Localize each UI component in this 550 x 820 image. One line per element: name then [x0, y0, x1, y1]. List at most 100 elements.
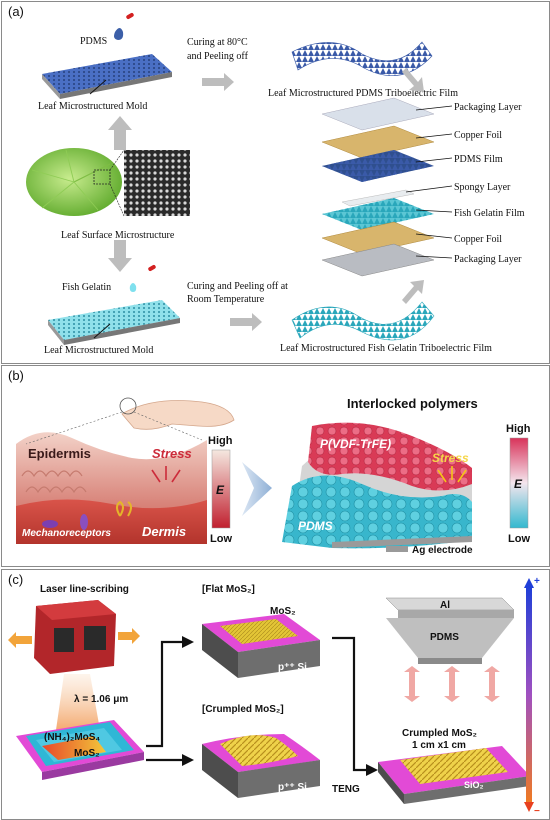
layer-label-7: Packaging Layer	[454, 254, 522, 265]
panel-a-diagram: PDMS Leaf Microstructured Mold Curing at…	[26, 13, 525, 356]
teng-top-electrode	[385, 597, 515, 664]
dermis-label: Dermis	[142, 524, 186, 539]
flat-mos2-label: MoS₂	[270, 606, 296, 617]
gelatin-film-title: Leaf Microstructured Fish Gelatin Triboe…	[280, 343, 492, 354]
sem-micrograph-image	[124, 150, 190, 216]
ag-electrode-label: Ag electrode	[412, 545, 473, 556]
crumpled-mos2-device	[202, 734, 320, 798]
e-right-label: E	[514, 477, 523, 491]
laser-label: Laser line-scribing	[40, 584, 129, 595]
charge-scale-bar	[526, 586, 532, 804]
mechanoreceptors-label: Mechanoreceptors	[22, 528, 111, 539]
arrow-left-icon	[8, 632, 32, 648]
zoom-lines-b	[25, 411, 203, 445]
stress-right-arrows	[437, 466, 467, 483]
interlocked-title: Interlocked polymers	[347, 396, 478, 411]
panel-b-label: (b)	[8, 368, 24, 383]
pdms-droplet-icon	[114, 28, 124, 40]
crumpled-title: [Crumpled MoS₂]	[202, 704, 284, 715]
gelatin-pipette-icon	[148, 265, 156, 271]
low-left-label: Low	[210, 533, 232, 545]
chevron-right-icon	[242, 462, 272, 516]
high-left-label: High	[208, 435, 233, 447]
arrow-right-icon-c	[118, 628, 140, 644]
hand-image	[121, 400, 235, 430]
pdms-film-top	[291, 41, 433, 76]
leaf-mold-bottom	[48, 300, 180, 345]
mechanoreceptor-1	[42, 520, 58, 528]
arrow-right-icon-2	[230, 313, 262, 331]
pdms-b-label: PDMS	[298, 519, 333, 533]
mold-bottom-pointer	[93, 323, 111, 339]
panel-c-diagram: Laser line-scribing λ = 1.06 μm (NH₄)₂Mo…	[8, 576, 540, 817]
layer-leader-lines	[405, 105, 453, 259]
ag-electrode-swatch	[386, 546, 408, 552]
panel-c: (c) Lase	[1, 569, 550, 820]
pdms-pipette-icon	[126, 13, 134, 19]
stress-left-arrows	[151, 466, 181, 483]
precursor-substrate	[16, 720, 144, 780]
pdms-film-title: Leaf Microstructured PDMS Triboelectric …	[268, 88, 458, 99]
precursor-label: (NH₄)₂MoS₄	[44, 732, 100, 743]
crumpled-si-label: p⁺⁺ Si	[278, 782, 307, 793]
gelatin-film-bottom	[291, 301, 435, 341]
curing-room-label-1: Curing and Peeling off at	[187, 281, 288, 292]
layer-label-1: Packaging Layer	[454, 102, 522, 113]
teng-arrow-head	[366, 764, 378, 776]
stress-right-label: Stress	[432, 451, 469, 465]
low-right-label: Low	[508, 533, 530, 545]
contact-arrows	[404, 666, 500, 702]
flat-title: [Flat MoS₂]	[202, 584, 255, 595]
crumpled-label: Crumpled MoS₂	[402, 728, 477, 739]
curing-room-label-2: Room Temperature	[187, 294, 265, 305]
lambda-label: λ = 1.06 μm	[74, 694, 128, 705]
arrow-up-icon	[108, 116, 132, 150]
plus-label: +	[534, 576, 540, 587]
gelatin-droplet-icon	[129, 283, 137, 292]
arrow-down-right-icon	[402, 68, 424, 92]
flat-mos2-device	[202, 614, 320, 678]
flow-arrow-right-head	[182, 754, 194, 766]
lotus-leaf-image	[26, 148, 122, 216]
charge-scale-top-arrow	[524, 578, 534, 588]
mechanoreceptor-2	[80, 514, 88, 530]
sio2-label: SiO₂	[464, 780, 484, 790]
zoom-lines	[109, 149, 125, 217]
epidermis-label: Epidermis	[28, 446, 91, 461]
flat-si-label: p⁺⁺ Si	[278, 662, 307, 673]
teng-bottom-device	[378, 746, 530, 804]
teng-label: TENG	[332, 784, 360, 795]
flow-arrow-up-head	[182, 636, 194, 648]
pdms-label: PDMS	[80, 36, 107, 47]
layer-label-4: Spongy Layer	[454, 182, 511, 193]
laser-beam	[56, 674, 100, 730]
e-left-label: E	[216, 483, 225, 497]
layer-label-5: Fish Gelatin Film	[454, 208, 525, 219]
si-label: Si	[464, 794, 473, 804]
panel-c-label: (c)	[8, 572, 24, 587]
layer-label-6: Copper Foil	[454, 234, 502, 245]
mold-bottom-label: Leaf Microstructured Mold	[44, 345, 153, 356]
al-label: Al	[440, 600, 450, 611]
mos2-left-label: MoS₂	[74, 748, 100, 759]
layer-label-3: PDMS Film	[454, 154, 503, 165]
skin-cross-section	[16, 432, 207, 544]
panel-b: (b)	[1, 365, 550, 567]
arrow-up-right-icon	[402, 280, 424, 304]
panel-a-label: (a)	[8, 4, 24, 19]
pdms-c-label: PDMS	[430, 632, 459, 643]
curing-80-label: Curing at 80°C	[187, 37, 248, 48]
pvdf-label: P(VDF-TrFE)	[320, 437, 391, 451]
panel-a: (a) PDMS	[1, 1, 550, 364]
layer-label-2: Copper Foil	[454, 130, 502, 141]
layer-stack	[321, 97, 435, 277]
peeling-off-label: and Peeling off	[187, 51, 249, 62]
stress-left-label: Stress	[152, 446, 192, 461]
leaf-surface-label: Leaf Surface Microstructure	[61, 230, 175, 241]
zoom-circle-icon	[119, 397, 137, 415]
panel-b-diagram: Epidermis Stress Mechanoreceptors Dermis…	[16, 396, 531, 556]
high-right-label: High	[506, 423, 531, 435]
fish-gelatin-label: Fish Gelatin	[62, 282, 111, 293]
arrow-down-icon	[108, 240, 132, 272]
charge-scale-bottom-arrow	[524, 802, 534, 812]
